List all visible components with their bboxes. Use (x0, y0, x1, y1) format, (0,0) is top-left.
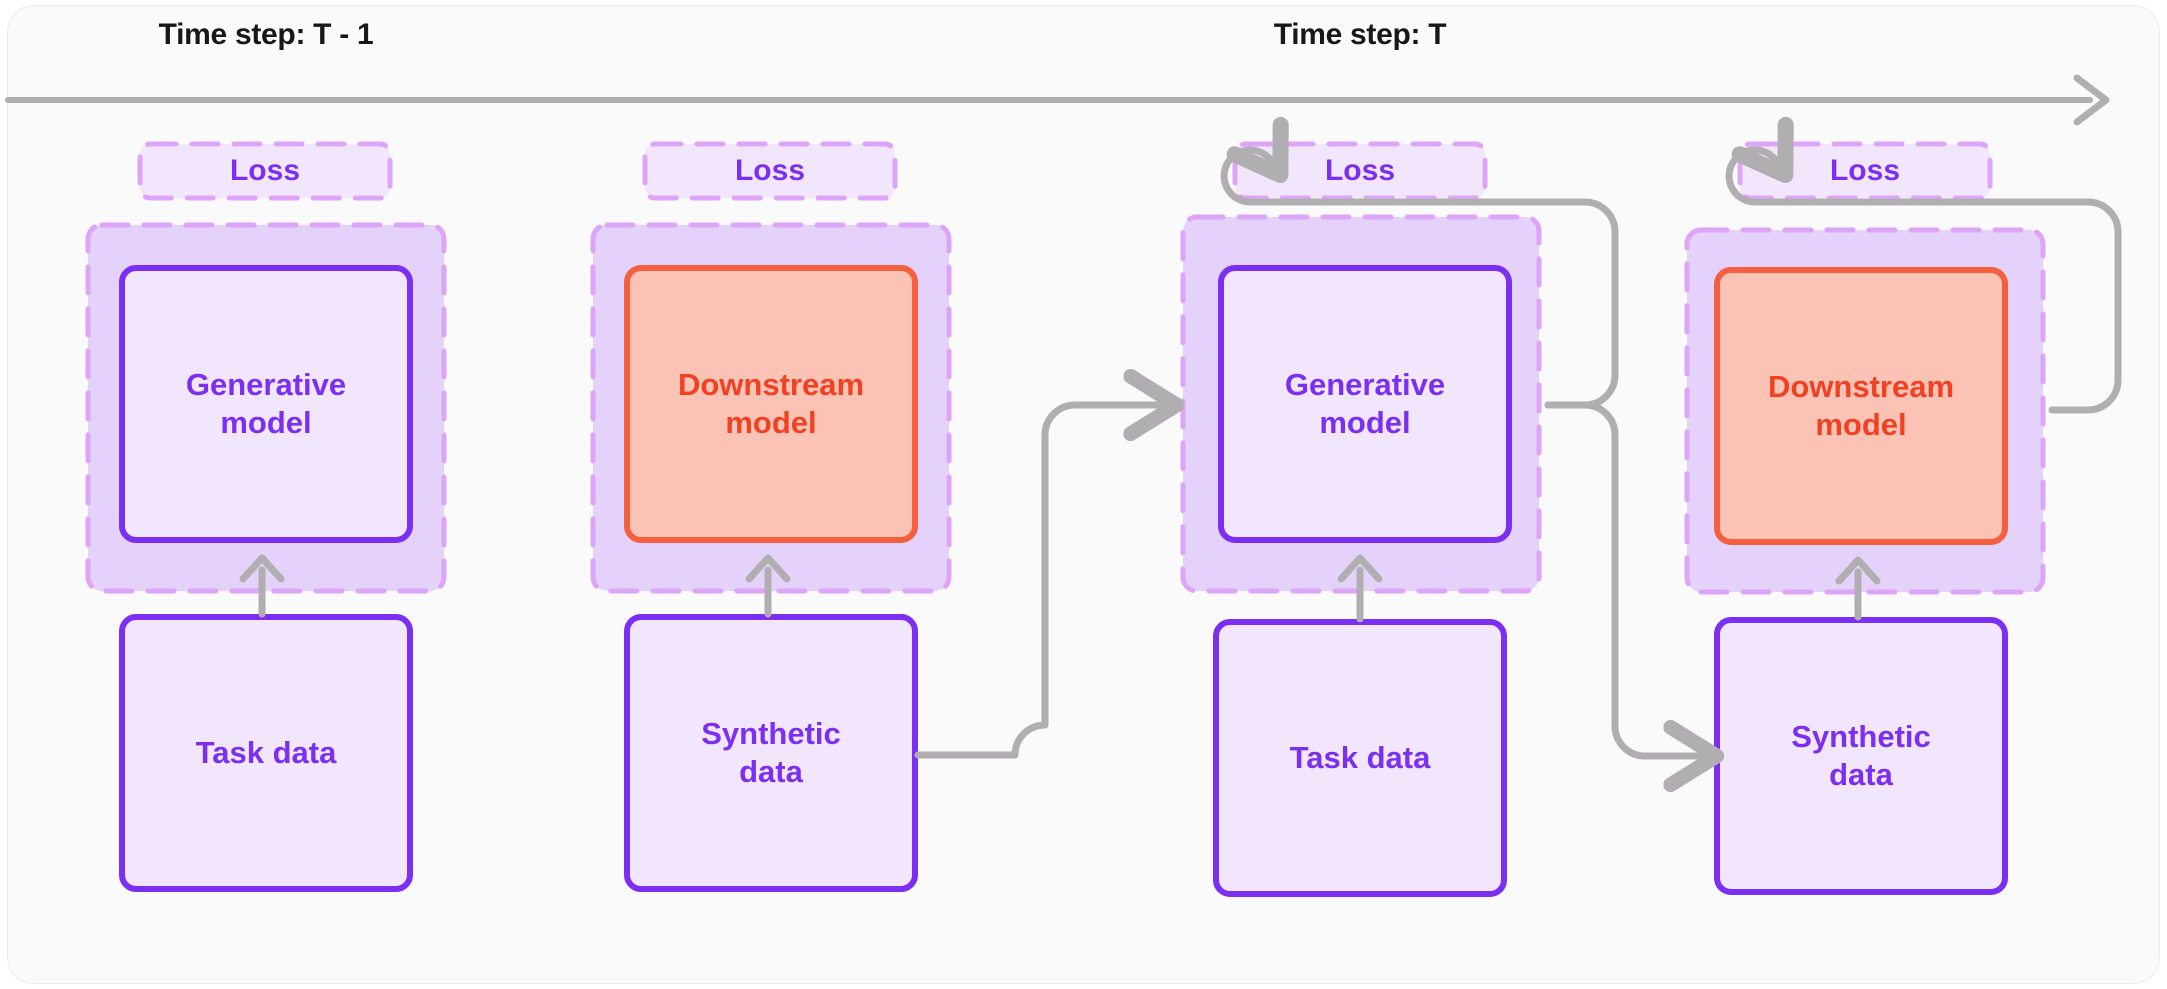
synthetic-data-box-4[interactable] (1714, 617, 2008, 895)
downstream-model-box-2[interactable] (624, 265, 918, 543)
edge-syntheticdata-1-to-genmodel-2 (914, 405, 1160, 759)
edge-genmodel-2-to-syntheticdata-2 (1544, 401, 1700, 756)
column-2 (590, 141, 952, 892)
loss-box-4[interactable] (1737, 141, 1993, 201)
edge-syntheticdata-1-to-downstream-1 (745, 554, 791, 618)
edge-taskdata-1-to-genmodel-1 (239, 554, 285, 618)
loss-box-3[interactable] (1232, 141, 1488, 201)
time-step-title-1: Time step: T - 1 (158, 18, 374, 51)
edge-genmodel-2-to-loss-3 (1220, 116, 1619, 409)
generative-model-box-1[interactable] (119, 265, 413, 543)
loss-box-2[interactable] (642, 141, 898, 201)
edge-downstream-2-to-loss-4 (1725, 116, 2122, 414)
task-data-box-3[interactable] (1213, 619, 1507, 897)
column-4 (1684, 141, 2046, 895)
downstream-model-box-4[interactable] (1714, 267, 2008, 545)
column-3 (1180, 141, 1542, 897)
task-data-box-1[interactable] (119, 614, 413, 892)
edge-syntheticdata-2-to-downstream-2 (1835, 556, 1881, 621)
edge-taskdata-2-to-genmodel-2 (1337, 554, 1383, 623)
time-step-title-2: Time step: T (1273, 18, 1447, 51)
time-axis-arrow (5, 74, 2110, 126)
synthetic-data-box-2[interactable] (624, 614, 918, 892)
generative-model-box-3[interactable] (1218, 265, 1512, 543)
loss-box-1[interactable] (137, 141, 393, 201)
column-1 (85, 141, 447, 892)
